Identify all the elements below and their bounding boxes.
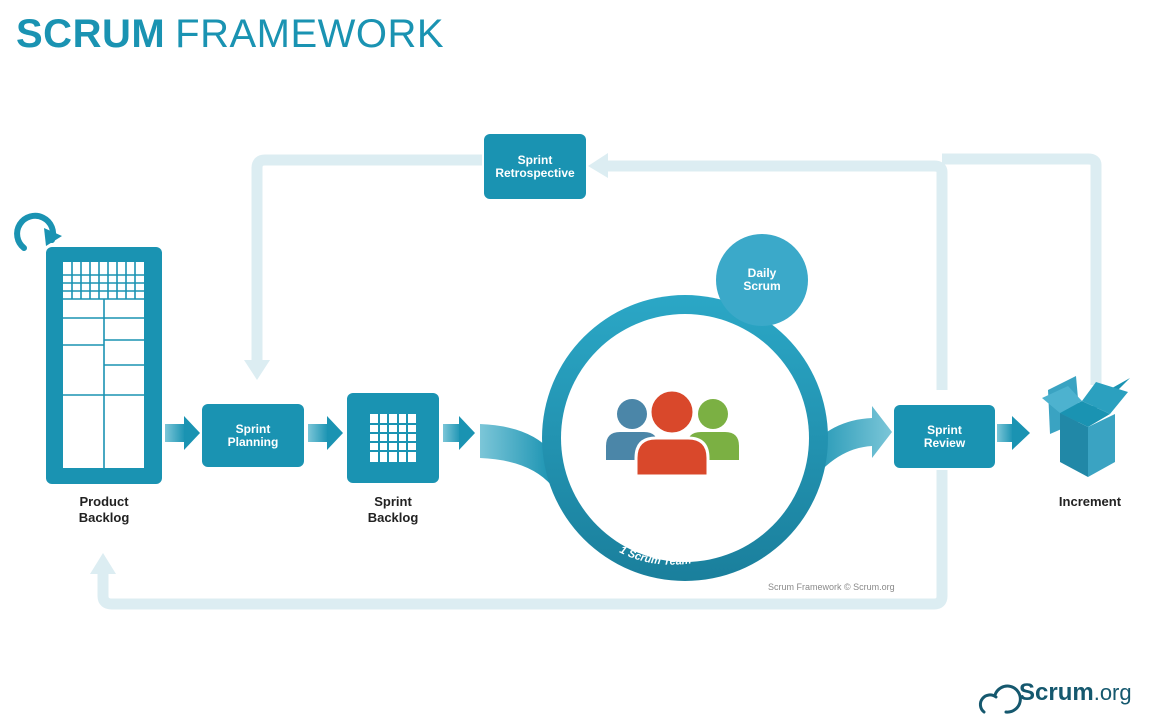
flow-arrow-5 <box>997 416 1030 450</box>
logo-strong: Scrum <box>1019 679 1094 706</box>
sprint-flow-in <box>480 424 552 486</box>
feedback-loop-top <box>251 153 1102 390</box>
sprint-flow-out <box>806 406 892 486</box>
arrow-up-to-product-backlog <box>90 553 116 574</box>
sprint-backlog-line2: Backlog <box>367 510 419 525</box>
increment-box-icon <box>1042 376 1130 477</box>
scrum-org-logo-icon <box>978 684 1022 714</box>
increment-caption: Increment <box>1058 494 1122 509</box>
scrum-org-logo: Scrum.org <box>975 679 1132 707</box>
product-backlog-line2: Backlog <box>78 510 130 525</box>
scrum-team-icon <box>606 388 739 478</box>
sprint-backlog-line1: Sprint <box>374 494 412 509</box>
arrow-down-to-planning <box>244 360 270 380</box>
sprint-retrospective-box <box>484 134 586 199</box>
refinement-cycle-icon <box>14 212 57 251</box>
flow-arrow-2 <box>308 416 343 450</box>
flow-arrow-1 <box>165 416 200 450</box>
product-backlog-line1: Product <box>79 494 129 509</box>
daily-scrum-circle <box>716 234 808 326</box>
title-bold: SCRUM <box>16 12 166 56</box>
logo-wordmark: Scrum.org <box>1019 679 1132 707</box>
sprint-review-box <box>894 405 995 468</box>
sprint-planning-box <box>202 404 304 467</box>
title-light: FRAMEWORK <box>175 12 445 56</box>
flow-arrow-3 <box>443 416 475 450</box>
product-backlog-caption: Product Backlog <box>54 494 154 526</box>
credit-text: Scrum Framework © Scrum.org <box>768 582 895 592</box>
sprint-backlog-caption: Sprint Backlog <box>343 494 443 526</box>
logo-thin: .org <box>1093 680 1132 705</box>
feedback-loop-bottom <box>97 470 948 610</box>
arrow-left-to-retrospective <box>588 153 608 178</box>
